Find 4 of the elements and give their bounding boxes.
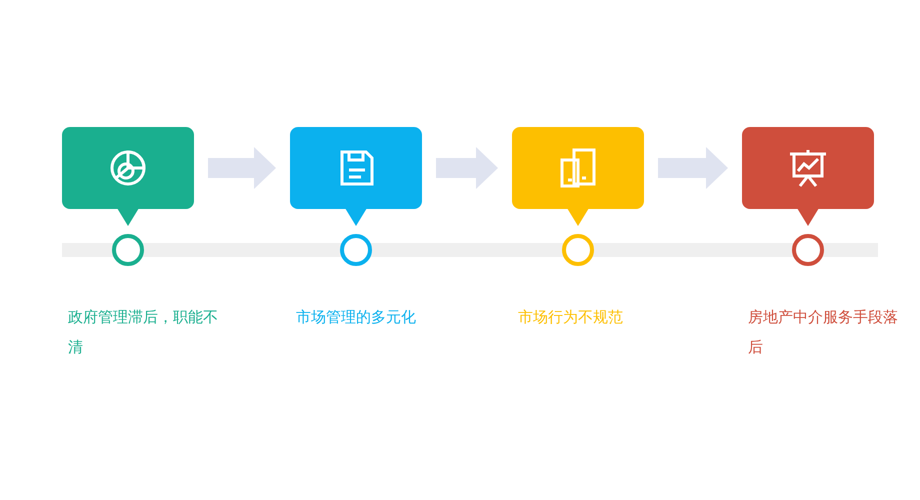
step-description: 市场行为不规范 [518, 307, 624, 328]
step-description: 政府管理滞后，职能不清 [68, 307, 219, 358]
step-description: 市场管理的多元化 [296, 307, 417, 328]
step-description: 房地产中介服务手段落后 [748, 307, 899, 358]
